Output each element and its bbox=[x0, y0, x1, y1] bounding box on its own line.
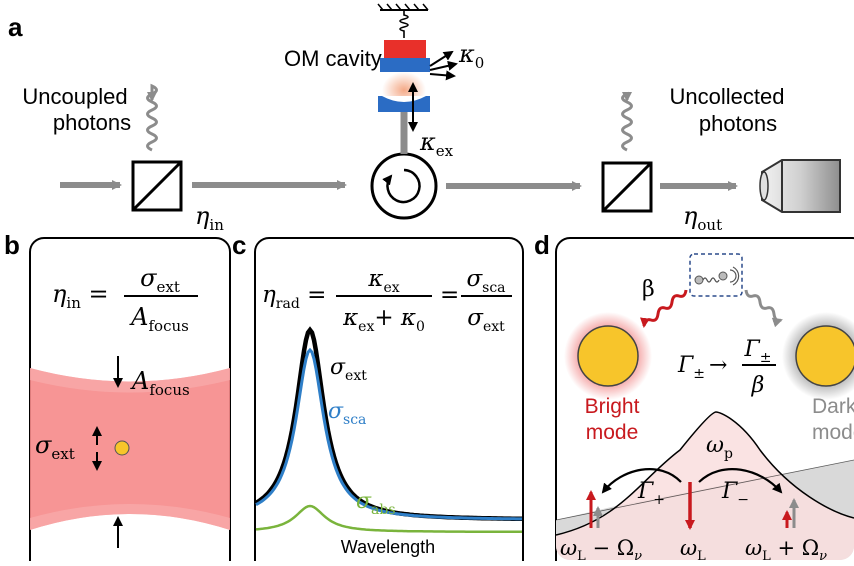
bright-mode-line1: Bright bbox=[585, 395, 640, 418]
panel-c: c ηrad = κex κex+ κ0 = σsca σext σext σs… bbox=[232, 230, 524, 566]
bright-mode-line2: mode bbox=[586, 421, 639, 444]
svg-text:κex: κex bbox=[367, 266, 399, 296]
dark-mode-particle bbox=[795, 325, 854, 387]
spring-icon bbox=[399, 10, 409, 38]
top-mirror-red bbox=[384, 40, 426, 60]
svg-text:ηrad =: ηrad = bbox=[262, 282, 326, 312]
sigma-sca-curve-label: σsca bbox=[328, 399, 366, 428]
om-cavity-label: OM cavity bbox=[284, 46, 382, 71]
panel-d: d β Γ±→ Γ± β bbox=[534, 230, 854, 566]
omega-l-label: ωL bbox=[680, 536, 706, 561]
panel-a: a Uncoupled photons ηin bbox=[8, 3, 841, 234]
top-mirror-blue bbox=[380, 58, 430, 72]
gamma-minus-label: Γ− bbox=[721, 479, 749, 508]
dark-modes-line1: Dark bbox=[812, 395, 854, 418]
loss-arrow bbox=[429, 70, 456, 81]
panel-a-label: a bbox=[8, 12, 23, 42]
nanoparticle-icon bbox=[114, 440, 130, 456]
antistokes-transition-arrow bbox=[698, 468, 783, 494]
eta-out-label: ηout bbox=[683, 202, 722, 234]
uncoupled-photons-line2: photons bbox=[53, 110, 131, 135]
uncoupled-photon-wave-icon bbox=[146, 83, 158, 152]
panel-d-label: d bbox=[534, 230, 550, 260]
gamma-renormalization-equation: Γ±→ Γ± β bbox=[677, 337, 776, 398]
om-cavity bbox=[377, 3, 458, 132]
omega-l-plus-label: ωL + Ων bbox=[745, 536, 827, 561]
beta-label: β bbox=[642, 277, 655, 302]
focused-beam bbox=[30, 368, 230, 530]
circulator-icon bbox=[370, 152, 438, 220]
svg-text:σext: σext bbox=[467, 305, 505, 335]
dark-modes-line2: modes bbox=[812, 421, 854, 444]
dark-coupling-wave-icon bbox=[744, 289, 783, 328]
detector-objective-icon bbox=[759, 159, 841, 213]
svg-text:Γ±: Γ± bbox=[744, 337, 772, 366]
sigma-sca-curve bbox=[255, 347, 522, 521]
stokes-transition-arrow bbox=[601, 468, 682, 494]
wavelength-axis-label: Wavelength bbox=[341, 537, 435, 557]
bright-coupling-wave-icon bbox=[640, 289, 688, 328]
svg-text:=: = bbox=[440, 282, 459, 308]
kappa0-label: κ0 bbox=[458, 40, 484, 72]
svg-text:β: β bbox=[751, 373, 765, 398]
uncollected-photons-line1: Uncollected bbox=[670, 84, 785, 109]
panel-c-frame bbox=[254, 237, 524, 566]
eta-in-label: ηin bbox=[195, 202, 224, 234]
eta-in-equation: ηin = σext Afocus bbox=[52, 264, 198, 335]
uncollected-photon-wave-icon bbox=[621, 91, 633, 152]
afocus-label: Afocus bbox=[130, 367, 190, 399]
svg-text:κex+ κ0: κex+ κ0 bbox=[342, 305, 425, 335]
sigma-ext-curve-label: σext bbox=[330, 355, 367, 384]
bottom-mirror bbox=[378, 96, 430, 112]
loss-arrow bbox=[429, 60, 458, 71]
svg-text:Γ±→: Γ±→ bbox=[677, 353, 727, 382]
svg-text:Afocus: Afocus bbox=[129, 303, 189, 335]
sigma-abs-curve-label: σabs bbox=[356, 489, 396, 518]
omega-p-label: ωp bbox=[706, 433, 733, 462]
panel-b-label: b bbox=[4, 230, 20, 260]
output-beamsplitter-icon bbox=[601, 161, 653, 213]
sigma-ext-label: σext bbox=[35, 431, 75, 463]
svg-text:ηin =: ηin = bbox=[52, 280, 109, 312]
loss-arrow bbox=[429, 50, 454, 67]
panel-b: b ηin = σext Afocus Afocus σext bbox=[4, 230, 231, 566]
gamma-plus-label: Γ+ bbox=[637, 479, 665, 508]
sigma-abs-curve bbox=[255, 504, 522, 534]
omega-l-minus-label: ωL − Ων bbox=[560, 536, 642, 561]
eta-rad-equation: ηrad = κex κex+ κ0 = σsca σext bbox=[262, 266, 512, 335]
uncoupled-photons-line1: Uncoupled bbox=[22, 84, 127, 109]
svg-text:σext: σext bbox=[140, 264, 180, 296]
kappa-ex-label: κex bbox=[419, 128, 454, 160]
svg-text:σsca: σsca bbox=[466, 266, 505, 296]
input-beamsplitter-icon bbox=[131, 160, 183, 212]
uncollected-photons-line2: photons bbox=[699, 111, 777, 136]
emitter-icon bbox=[689, 253, 743, 297]
panel-c-label: c bbox=[232, 230, 246, 260]
plasmon-lorentzian bbox=[556, 412, 854, 560]
bright-mode-particle bbox=[577, 325, 639, 387]
